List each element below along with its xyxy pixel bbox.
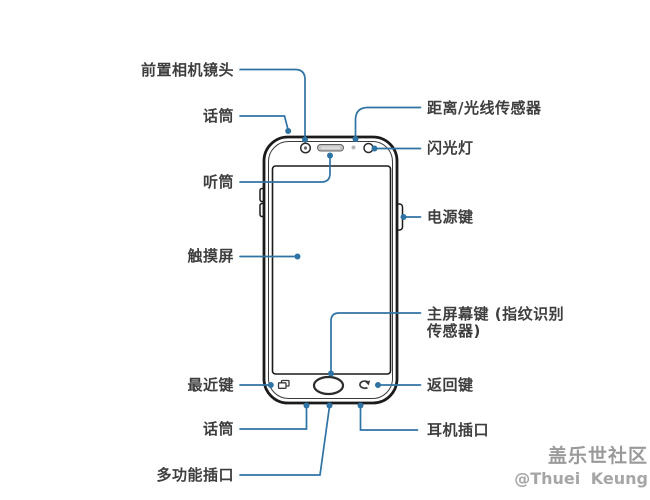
callout-proximity-sensor [354,106,422,138]
label-home-key: 主屏幕键 (指纹识别 传感器) [427,306,577,339]
label-home-key-line2: 传感器) [427,321,481,340]
callout-earpiece [239,156,331,183]
front-camera-lens-dot [303,146,308,150]
callout-mic-bottom [239,407,308,430]
phone-bezel-line [268,141,393,399]
watermark-author: @Thuei Keung [514,469,648,488]
dot-proximity-sensor [352,136,359,142]
watermark: 盖乐世社区 @Thuei Keung [514,441,648,488]
dot-touch-screen [294,253,301,260]
callout-multipurpose-jack [239,407,331,476]
dot-mic-bottom [303,402,310,409]
dot-back-key [375,382,381,388]
label-mic-top: 话筒 [202,107,234,125]
dot-power-key [400,214,407,220]
label-earpiece: 听筒 [202,173,234,191]
back-key-icon [359,380,371,390]
callout-front-camera [239,68,306,138]
dot-earpiece [327,152,333,159]
dot-front-camera [302,136,308,143]
callout-home-key [330,312,422,372]
callout-earphone-jack [359,407,419,431]
label-flash: 闪光灯 [427,139,474,157]
label-front-camera: 前置相机镜头 [140,61,234,79]
label-home-key-line1: 主屏幕键 (指纹识别 [427,305,565,323]
dot-flash [371,145,378,152]
proximity-sensor-icon [351,145,356,150]
label-earphone-jack: 耳机插口 [427,421,490,439]
home-key [312,375,345,396]
dot-earphone-jack [357,402,364,409]
dot-home-key [328,370,334,377]
label-power-key: 电源键 [427,208,474,226]
dot-recents-key [267,382,274,388]
recents-key-icon [277,379,290,389]
label-recents-key: 最近键 [187,376,234,394]
earpiece-grille-highlight [321,146,340,150]
label-multipurpose-jack: 多功能插口 [156,466,234,484]
callout-dots [267,128,407,409]
dot-multipurpose-jack [326,402,333,409]
callout-mic-top [239,115,289,131]
label-back-key: 返回键 [427,376,474,394]
dot-mic-top [285,128,292,134]
label-mic-bottom: 话筒 [202,420,234,438]
callout-lines [239,68,422,476]
label-proximity-sensor: 距离/光线传感器 [427,99,542,117]
label-touch-screen: 触摸屏 [187,247,234,265]
watermark-community: 盖乐世社区 [547,445,648,467]
